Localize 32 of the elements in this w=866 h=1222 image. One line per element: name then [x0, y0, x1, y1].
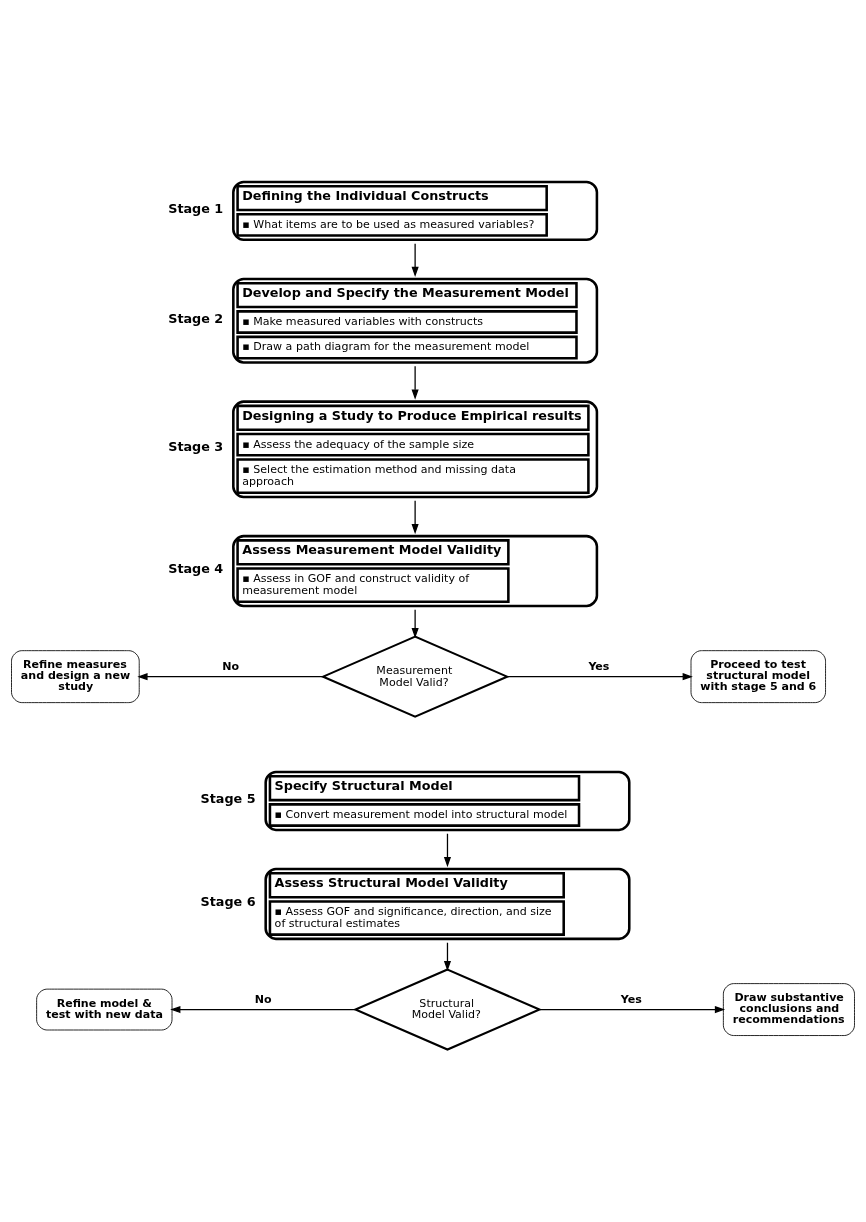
arrow: [539, 1005, 726, 1013]
node-box: Specify Structural Model ▪ Convert measurement model into structural model: [264, 770, 631, 831]
node-diamond: Measurement Model Valid?: [320, 634, 510, 718]
arrow: [506, 672, 693, 680]
edge-label: Yes: [620, 992, 642, 1006]
arrow: [443, 941, 452, 971]
arrow: [411, 242, 419, 277]
edge-label: Yes: [588, 659, 610, 673]
node-box: Proceed to test structural model with stage 5 and 6: [690, 649, 826, 703]
arrow: [137, 672, 324, 680]
node-diamond: Structural Model Valid?: [352, 967, 543, 1051]
node-box: Designing a Study to Produce Empirical results ▪ Assess the adequacy of the sample size ▪ Select the estimation method and missing data approach: [232, 399, 599, 498]
edge-label: No: [254, 992, 272, 1006]
node-box: Refine measures and design a new study: [11, 649, 140, 703]
node-box: Assess Measurement Model Validity ▪ Assess in GOF and construct validity of measurement model: [232, 534, 599, 607]
node-box: Develop and Specify the Measurement Model ▪ Make measured variables with constructs ▪ Draw a path diagram for the measurement model: [232, 277, 599, 364]
node-label: Stage 6: [200, 893, 256, 909]
node-label: Stage 4: [168, 560, 224, 576]
node-box: Refine model & test with new data: [36, 988, 173, 1030]
arrow: [411, 499, 419, 534]
arrow: [411, 365, 419, 400]
edge-label: No: [222, 659, 240, 673]
node-label: Stage 5: [200, 790, 256, 806]
node-label: Stage 2: [168, 310, 224, 326]
node-label: Stage 1: [168, 200, 224, 216]
arrow: [170, 1005, 357, 1013]
node-box: Draw substantive conclusions and recommendations: [722, 982, 855, 1036]
arrow: [411, 608, 419, 638]
node-box: Defining the Individual Constructs ▪ What items are to be used as measured variables?: [232, 180, 599, 241]
node-label: Stage 3: [168, 438, 224, 454]
arrow: [443, 832, 452, 867]
node-box: Assess Structural Model Validity ▪ Assess GOF and significance, direction, and size of structural estimates: [264, 867, 631, 940]
